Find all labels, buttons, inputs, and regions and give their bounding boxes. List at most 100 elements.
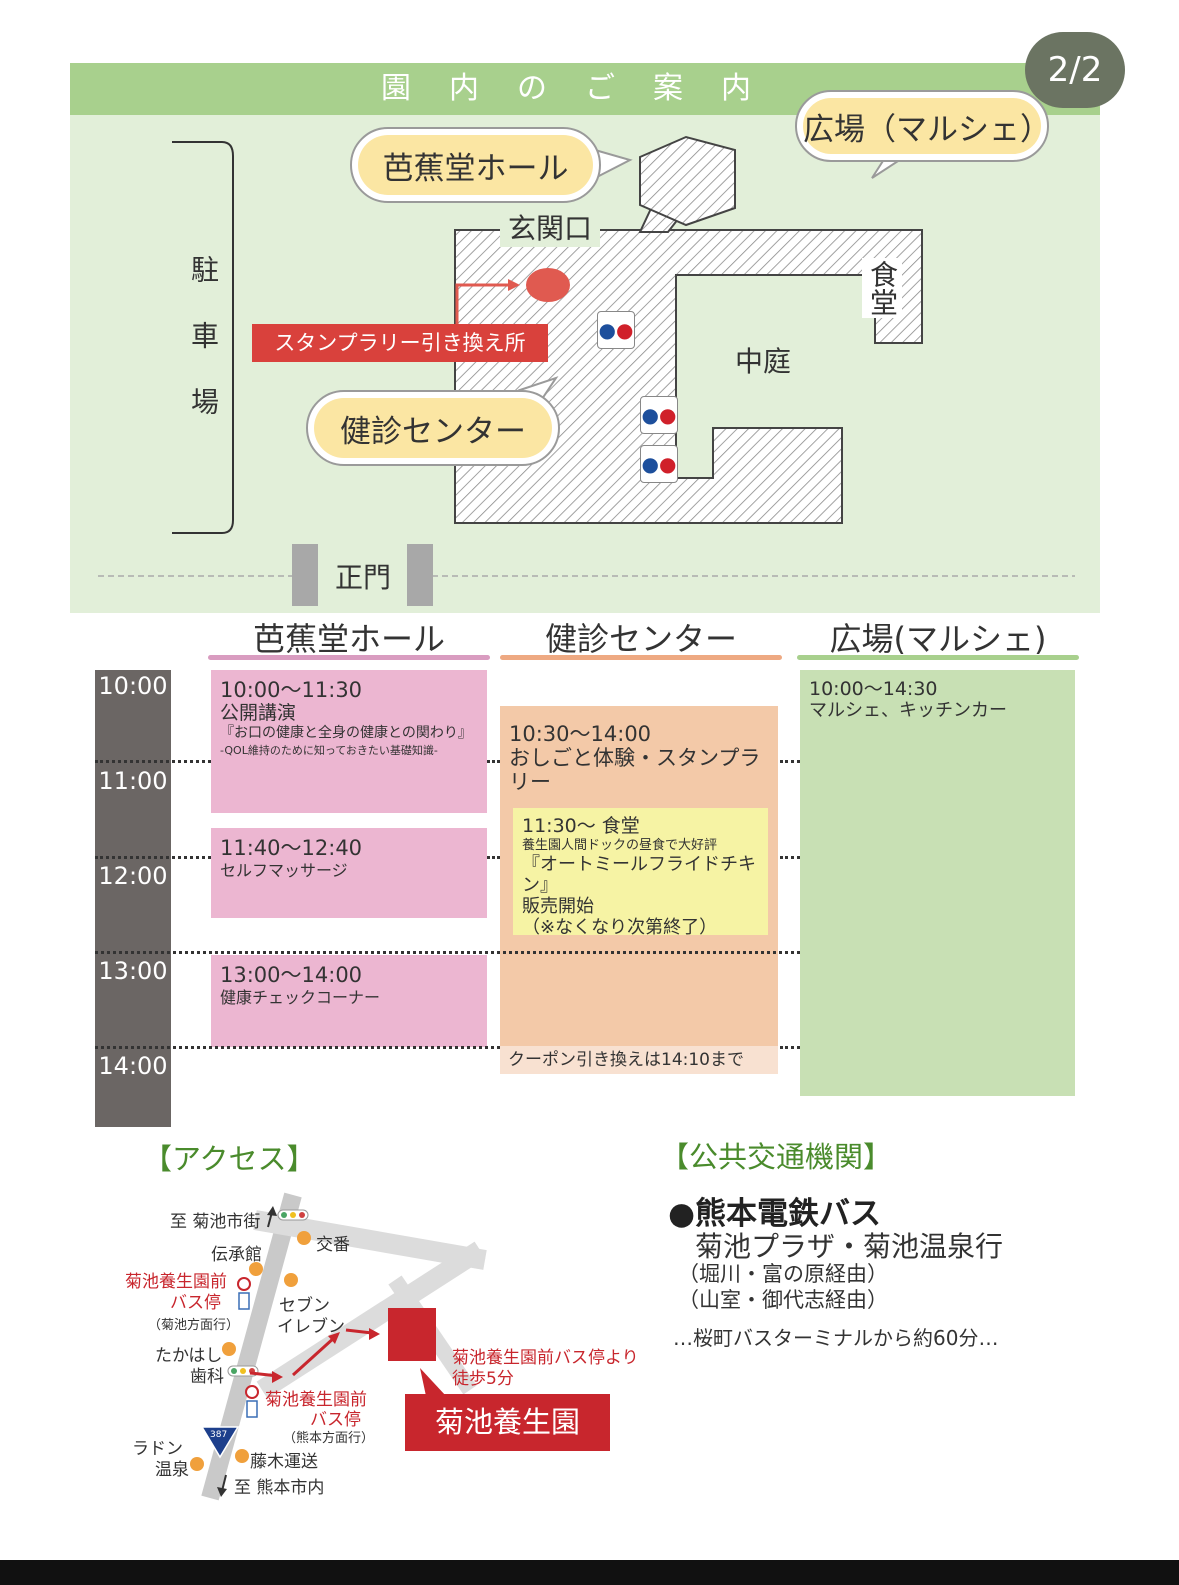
stamp-exchange-label: スタンプラリー引き換え所 (252, 324, 548, 362)
column-bar-hall (208, 655, 490, 660)
event-cafeteria: 11:30～ 食堂 養生園人間ドックの昼食で大好評 『オートミールフライドチキン… (513, 808, 768, 935)
busstop-south-name: 菊池養生園前 (265, 1390, 367, 1410)
busstop-north-label: バス停 (170, 1293, 221, 1313)
time-axis (95, 670, 171, 1127)
basho-hall-label: 芭蕉堂ホール (358, 135, 593, 195)
event-desc: 販売開始 (522, 896, 594, 917)
event-time: 10:30～14:00 (509, 722, 652, 746)
column-bar-plaza (797, 655, 1079, 660)
event-desc: 『お口の健康と全身の健康との関わり』 (220, 725, 472, 741)
event-time: 11:40～12:40 (220, 836, 363, 860)
plaza-bubble: 広場（マルシェ） (795, 90, 1051, 162)
event-title: セルフマッサージ (220, 861, 348, 880)
landmark-dot (190, 1457, 204, 1471)
busstop-north-name: 菊池養生園前 (125, 1272, 227, 1292)
gate-post-left (292, 544, 318, 606)
entrance-label: 玄関口 (500, 207, 601, 247)
facility-label: 菊池養生園 (405, 1394, 610, 1451)
bus-via-1: （堀川・富の原経由） (678, 1262, 888, 1286)
landmark-dot (297, 1231, 311, 1245)
landmark-radon-1: ラドン (132, 1439, 183, 1459)
event-desc: （※なくなり次第終了） (522, 917, 718, 935)
landmark-dot (249, 1262, 263, 1276)
transport-title: 【公共交通機関】 (660, 1140, 893, 1174)
bus-via-2: （山室・御代志経由） (678, 1288, 888, 1312)
basho-hall-building (639, 135, 736, 227)
landmark-koban: 交番 (316, 1235, 350, 1255)
event-desc: 養生園人間ドックの昼食で大好評 (522, 838, 718, 853)
route-shield (200, 1426, 240, 1459)
landmark-dot (222, 1342, 236, 1356)
bus-duration-note: …桜町バスターミナルから約60分… (673, 1326, 999, 1350)
plaza-label: 広場（マルシェ） (803, 98, 1051, 154)
event-time: 13:00～14:00 (220, 963, 363, 987)
event-desc: -QOL維持のために知っておきたい基礎知識- (220, 744, 438, 757)
busstop-south-label: バス停 (310, 1410, 361, 1430)
facility-marker (388, 1308, 436, 1361)
bottom-bar (0, 1560, 1179, 1585)
busstop-south-direction: （熊本方面行） (283, 1431, 375, 1446)
direction-kumamoto: 至 熊本市内 (234, 1478, 325, 1498)
event-hall-lecture: 10:00～11:30 公開講演 『お口の健康と全身の健康との関わり』 -QOL… (211, 670, 487, 813)
event-hall-checkup: 13:00～14:00 健康チェックコーナー (211, 955, 487, 1047)
hour-line (780, 1046, 800, 1049)
event-time: 10:00～11:30 (220, 678, 363, 702)
landmark-seven-1: セブン (279, 1296, 330, 1316)
bus-company: ●熊本電鉄バス (668, 1196, 882, 1232)
hour-line (487, 760, 500, 763)
hour-label: 12:00 (98, 862, 168, 890)
hour-line (95, 951, 800, 954)
event-title: 健康チェックコーナー (220, 988, 381, 1007)
parking-label: 駐車場 (187, 255, 220, 453)
restroom-icon: ●● (640, 445, 678, 483)
bus-route: 菊池プラザ・菊池温泉行 (695, 1230, 1004, 1263)
event-title: 公開講演 (220, 702, 297, 724)
hour-label: 13:00 (98, 957, 168, 985)
landmark-fujiki: 藤木運送 (250, 1452, 318, 1472)
event-hall-massage: 11:40～12:40 セルフマッサージ (211, 828, 487, 918)
coupon-note: クーポン引き換えは14:10まで (500, 1046, 778, 1074)
hour-line (780, 856, 800, 859)
basho-hall-bubble: 芭蕉堂ホール (350, 127, 601, 203)
hour-line (95, 1046, 500, 1049)
landmark-dot (284, 1273, 298, 1287)
event-time: 11:30～ 食堂 (522, 815, 640, 837)
landmark-denshokan: 伝承館 (211, 1245, 262, 1265)
event-title: マルシェ、キッチンカー (809, 700, 1007, 721)
direction-kikuchi: 至 菊池市街 (170, 1212, 261, 1232)
column-header-plaza: 広場(マルシェ) (829, 620, 1047, 658)
route-number: 387 (210, 1430, 228, 1440)
cafeteria-label: 食堂 (862, 258, 902, 318)
hour-label: 11:00 (98, 767, 168, 795)
hour-line (780, 760, 800, 763)
access-map-drawing (200, 1192, 487, 1501)
event-time: 10:00～14:30 (809, 678, 938, 700)
landmark-dot (235, 1449, 249, 1463)
event-desc: 『オートミールフライドチキン』 (522, 854, 756, 896)
main-building (454, 229, 923, 524)
stamp-arrow (455, 283, 512, 325)
restroom-icon: ●● (597, 311, 635, 349)
event-plaza: 10:00～14:30 マルシェ、キッチンカー (800, 670, 1075, 1096)
hour-label: 10:00 (98, 672, 168, 700)
walk-note-1: 菊池養生園前バス停より (452, 1348, 639, 1368)
courtyard-label: 中庭 (735, 345, 792, 378)
health-center-bubble: 健診センター (306, 390, 560, 466)
page-indicator: 2/2 (1025, 32, 1125, 108)
busstop-north-direction: （菊池方面行） (148, 1318, 240, 1333)
facility-label-tail (420, 1368, 446, 1396)
parking-bracket (172, 141, 234, 534)
hour-label: 14:00 (98, 1052, 168, 1080)
column-header-hall: 芭蕉堂ホール (252, 620, 445, 658)
walk-note-2: 徒歩5分 (452, 1369, 514, 1389)
hour-line (95, 856, 211, 859)
stamp-exchange-marker (526, 268, 570, 302)
restroom-icon: ●● (640, 396, 678, 434)
hour-line (95, 760, 211, 763)
landmark-takahashi-1: たかはし (155, 1346, 223, 1366)
landmark-seven-2: イレブン (277, 1317, 345, 1337)
landmark-takahashi-2: 歯科 (190, 1367, 224, 1387)
health-center-label: 健診センター (314, 398, 552, 458)
landmark-radon-2: 温泉 (155, 1460, 189, 1480)
access-title: 【アクセス】 (143, 1142, 316, 1176)
